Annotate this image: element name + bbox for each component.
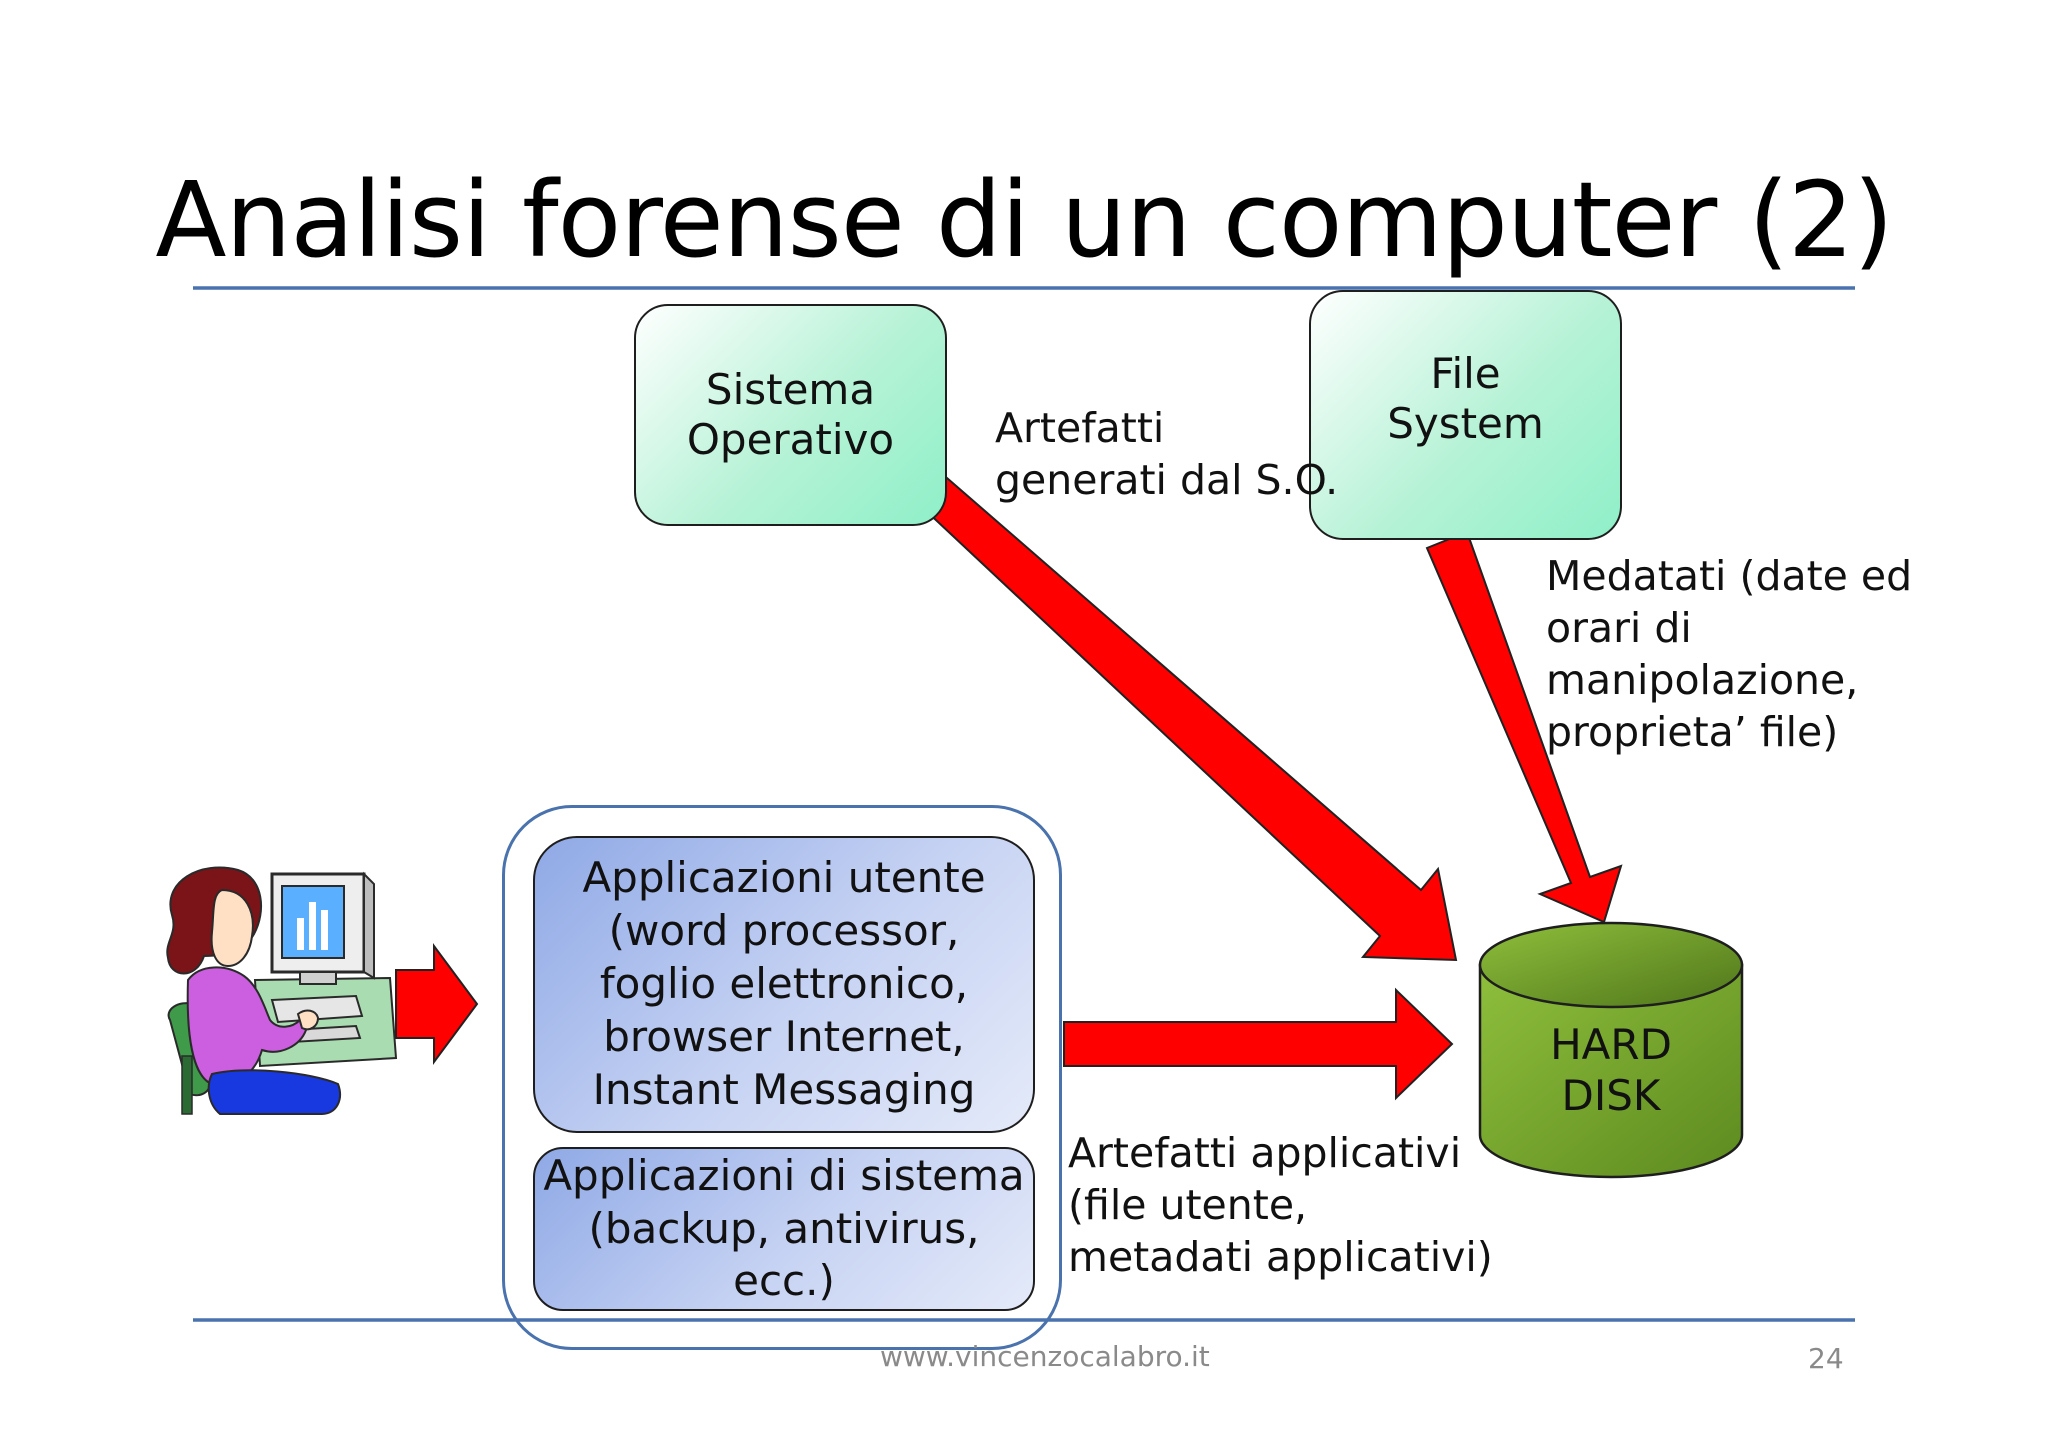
arrow-apps-to-disk	[1063, 987, 1454, 1101]
slide-title: Analisi forense di un computer (2)	[155, 159, 1893, 281]
app-utente-line-4: browser Internet,	[603, 1011, 965, 1061]
label-artefatti-so-line-1: Artefatti	[995, 404, 1165, 452]
node-file-system-line-1: File	[1430, 348, 1501, 398]
node-applicazioni-sistema: Applicazioni di sistema (backup, antivir…	[533, 1147, 1035, 1311]
node-file-system-line-2: System	[1387, 399, 1544, 448]
label-artefatti-app-line-3: metadati applicativi)	[1068, 1233, 1493, 1282]
label-metadati-fs: Medatati (date ed orari di manipolazione…	[1546, 550, 1912, 758]
node-file-system: File System	[1309, 290, 1622, 540]
arrow-os-to-disk	[920, 476, 1458, 962]
label-artefatti-so-line-2: generati dal S.O.	[995, 456, 1339, 505]
page-number: 24	[1808, 1342, 1844, 1375]
hard-disk-cylinder	[1478, 921, 1744, 1179]
label-metadati-fs-line-2: orari di	[1546, 604, 1692, 653]
user-at-computer-icon	[166, 866, 398, 1115]
label-artefatti-applicativi: Artefatti applicativi (file utente, meta…	[1068, 1127, 1493, 1283]
label-artefatti-so: Artefatti generati dal S.O.	[995, 402, 1338, 506]
app-utente-line-3: foglio elettronico,	[599, 959, 969, 1009]
applications-group	[502, 805, 1062, 1350]
arrow-user-to-apps	[395, 942, 479, 1066]
footer-url: www.vincenzocalabro.it	[880, 1340, 1210, 1373]
label-metadati-fs-line-3: manipolazione,	[1546, 656, 1859, 705]
node-hard-disk: HARD DISK	[1476, 1010, 1746, 1130]
label-artefatti-app-line-1: Artefatti applicativi	[1068, 1129, 1462, 1177]
node-sistema-operativo-line-1: Sistema	[705, 364, 876, 414]
app-sistema-line-2: (backup, antivirus, ecc.)	[588, 1203, 980, 1306]
label-artefatti-app-line-2: (file utente,	[1068, 1181, 1308, 1230]
app-utente-line-1: Applicazioni utente	[582, 853, 986, 903]
app-utente-line-5: Instant Messaging	[592, 1064, 976, 1114]
node-sistema-operativo-line-2: Operativo	[686, 415, 895, 464]
app-utente-line-2: (word processor,	[608, 906, 960, 956]
app-sistema-line-1: Applicazioni di sistema	[543, 1150, 1025, 1200]
hard-disk-line-1: HARD	[1550, 1019, 1672, 1069]
label-metadati-fs-line-4: proprieta’ file)	[1546, 708, 1839, 757]
label-metadati-fs-line-1: Medatati (date ed	[1546, 552, 1913, 600]
arrow-fs-to-disk	[1425, 530, 1623, 924]
node-sistema-operativo: Sistema Operativo	[634, 304, 947, 526]
hard-disk-line-2: DISK	[1561, 1071, 1661, 1120]
node-applicazioni-utente: Applicazioni utente (word processor, fog…	[533, 836, 1035, 1133]
